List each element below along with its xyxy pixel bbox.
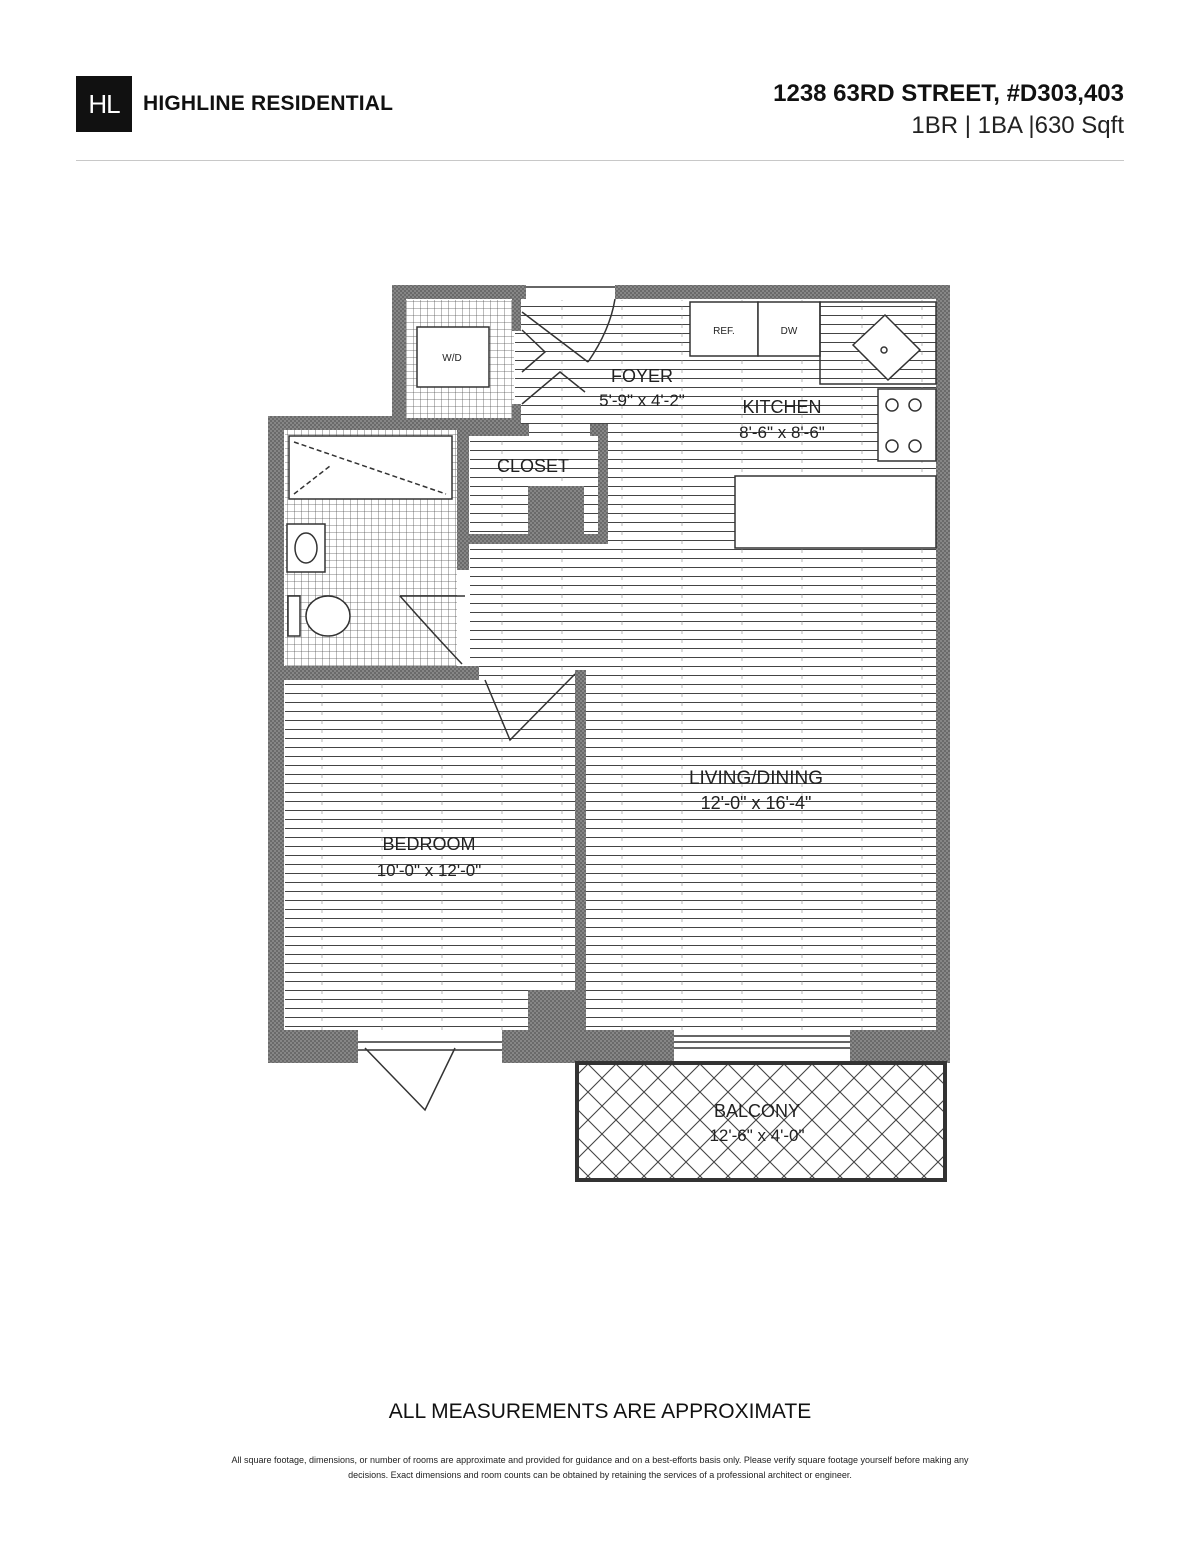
laundry-door-upper [521, 329, 547, 373]
disclaimer-line-2: decisions. Exact dimensions and room cou… [348, 1470, 852, 1480]
disclaimer: All square footage, dimensions, or numbe… [100, 1453, 1100, 1483]
entry-door-swing [521, 298, 616, 363]
kitchen-island [734, 475, 937, 549]
wall-closet-bottom [469, 534, 608, 544]
room-labels: W/D REF. DW FOYER 5'-9" x 4'-2" KITCHEN … [377, 326, 825, 1145]
label-bedroom: BEDROOM [382, 834, 475, 854]
wall-top-left [392, 285, 526, 299]
washer-dryer [416, 326, 490, 388]
label-balcony-dims: 12'-6" x 4'-0" [709, 1126, 804, 1145]
wall-closet-right [598, 424, 608, 544]
wall-left [268, 416, 284, 1063]
wall-bath-right [457, 430, 469, 570]
wall-bottom-right [850, 1030, 950, 1063]
toilet [305, 595, 351, 637]
brand-logo: HL [76, 76, 132, 132]
logo-text: HL [88, 88, 120, 119]
label-foyer: FOYER [611, 366, 673, 386]
label-kitchen-dims: 8'-6" x 8'-6" [739, 423, 825, 442]
disclaimer-line-1: All square footage, dimensions, or numbe… [231, 1455, 969, 1465]
unit-summary: 1BR | 1BA |630 Sqft [911, 112, 1124, 139]
wall-bottom-pier [528, 990, 586, 1034]
label-closet: CLOSET [497, 456, 569, 476]
wall-laundry-right [512, 299, 521, 331]
wall-right [936, 285, 950, 1063]
openings [358, 286, 850, 1112]
label-living: LIVING/DINING [689, 768, 823, 789]
walls [268, 285, 950, 1063]
wall-bottom-mid [502, 1030, 674, 1063]
label-wd: W/D [442, 353, 461, 364]
closet-column [528, 486, 584, 536]
toilet-tank [287, 595, 301, 637]
wall-laundry-right-low [512, 404, 521, 430]
listing-header: 1238 63RD STREET, #D303,403 1BR | 1BA |6… [773, 80, 1124, 140]
wall-partition [575, 670, 586, 1030]
cooktop [877, 388, 937, 462]
wall-bottom-left [268, 1030, 358, 1063]
balcony-area [575, 1061, 947, 1182]
kitchen-counter [819, 301, 937, 385]
fixtures [286, 301, 937, 637]
label-bedroom-dims: 10'-0" x 12'-0" [377, 861, 482, 880]
wall-laundry-left [392, 285, 406, 420]
bedroom-door-swing [484, 673, 576, 742]
wall-bath-top [268, 416, 406, 430]
laundry-door-lower [521, 371, 586, 405]
brand-name: HIGHLINE RESIDENTIAL [143, 92, 394, 115]
bath-door-swing [399, 595, 465, 665]
listing-address: 1238 63RD STREET, #D303,403 [773, 80, 1124, 107]
bedroom-floor [285, 682, 575, 1030]
wall-closet-top [469, 424, 529, 436]
label-kitchen: KITCHEN [742, 397, 821, 417]
balcony [575, 1061, 947, 1182]
approx-note: ALL MEASUREMENTS ARE APPROXIMATE [388, 1400, 812, 1423]
label-living-dims: 12'-0" x 16'-4" [701, 793, 812, 813]
label-ref: REF. [713, 326, 735, 337]
header-divider [76, 160, 1124, 161]
bedroom-balcony-door [364, 1047, 456, 1112]
label-balcony: BALCONY [714, 1101, 800, 1121]
label-foyer-dims: 5'-9" x 4'-2" [599, 391, 685, 410]
dishwasher [757, 301, 821, 357]
label-dw: DW [781, 326, 798, 337]
wall-bath-bottom [284, 666, 479, 680]
wall-top-right [615, 285, 950, 299]
